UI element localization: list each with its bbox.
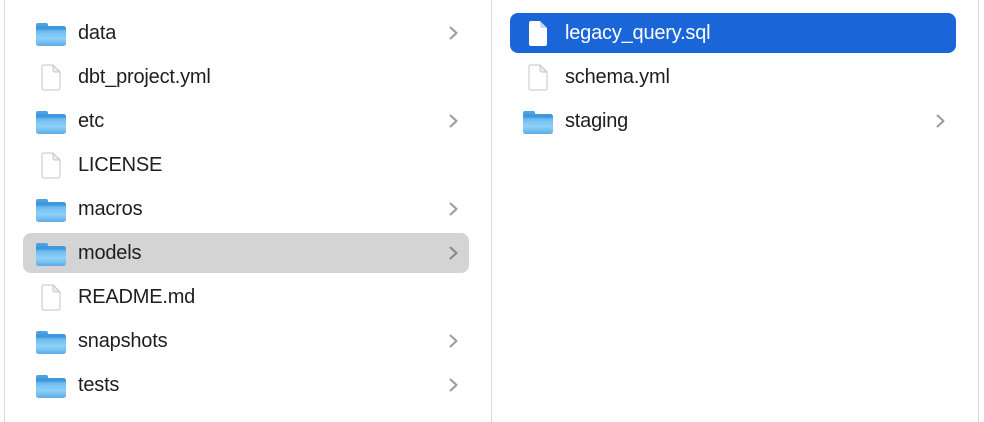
item-label: data bbox=[78, 21, 117, 44]
list-item-etc[interactable]: etc bbox=[23, 101, 469, 141]
chevron-right-icon bbox=[448, 332, 459, 350]
list-item-readme-md[interactable]: README.md bbox=[23, 277, 469, 317]
item-label: README.md bbox=[78, 285, 196, 308]
chevron-right-icon bbox=[448, 24, 459, 42]
folder-icon bbox=[36, 108, 66, 135]
document-icon bbox=[36, 152, 66, 179]
list-item-dbt-project-yml[interactable]: dbt_project.yml bbox=[23, 57, 469, 97]
item-label: dbt_project.yml bbox=[78, 65, 211, 88]
column-divider[interactable] bbox=[978, 0, 979, 422]
folder-icon bbox=[36, 328, 66, 355]
chevron-right-icon bbox=[448, 244, 459, 262]
item-label: macros bbox=[78, 197, 143, 220]
column-edge-divider bbox=[4, 0, 5, 422]
folder-icon bbox=[36, 196, 66, 223]
document-icon bbox=[36, 64, 66, 91]
chevron-right-icon bbox=[448, 376, 459, 394]
item-label: schema.yml bbox=[565, 65, 670, 88]
chevron-right-icon bbox=[448, 112, 459, 130]
list-item-legacy-query-sql[interactable]: legacy_query.sql bbox=[510, 13, 956, 53]
list-item-schema-yml[interactable]: schema.yml bbox=[510, 57, 956, 97]
folder-icon bbox=[36, 372, 66, 399]
list-item-data[interactable]: data bbox=[23, 13, 469, 53]
chevron-right-icon bbox=[935, 112, 946, 130]
item-label: snapshots bbox=[78, 329, 168, 352]
item-label: tests bbox=[78, 373, 120, 396]
document-icon bbox=[36, 284, 66, 311]
folder-icon bbox=[523, 108, 553, 135]
item-label: etc bbox=[78, 109, 105, 132]
item-label: LICENSE bbox=[78, 153, 163, 176]
list-item-staging[interactable]: staging bbox=[510, 101, 956, 141]
document-icon bbox=[523, 64, 553, 91]
list-item-license[interactable]: LICENSE bbox=[23, 145, 469, 185]
chevron-right-icon bbox=[448, 200, 459, 218]
list-item-tests[interactable]: tests bbox=[23, 365, 469, 405]
item-label: staging bbox=[565, 109, 629, 132]
list-item-models[interactable]: models bbox=[23, 233, 469, 273]
folder-icon bbox=[36, 20, 66, 47]
column-models-directory: legacy_query.sql schema.yml staging bbox=[492, 13, 978, 145]
item-label: legacy_query.sql bbox=[565, 21, 711, 44]
column-divider[interactable] bbox=[491, 0, 492, 422]
folder-icon bbox=[36, 240, 66, 267]
list-item-snapshots[interactable]: snapshots bbox=[23, 321, 469, 361]
item-label: models bbox=[78, 241, 142, 264]
document-icon bbox=[523, 20, 553, 47]
list-item-macros[interactable]: macros bbox=[23, 189, 469, 229]
